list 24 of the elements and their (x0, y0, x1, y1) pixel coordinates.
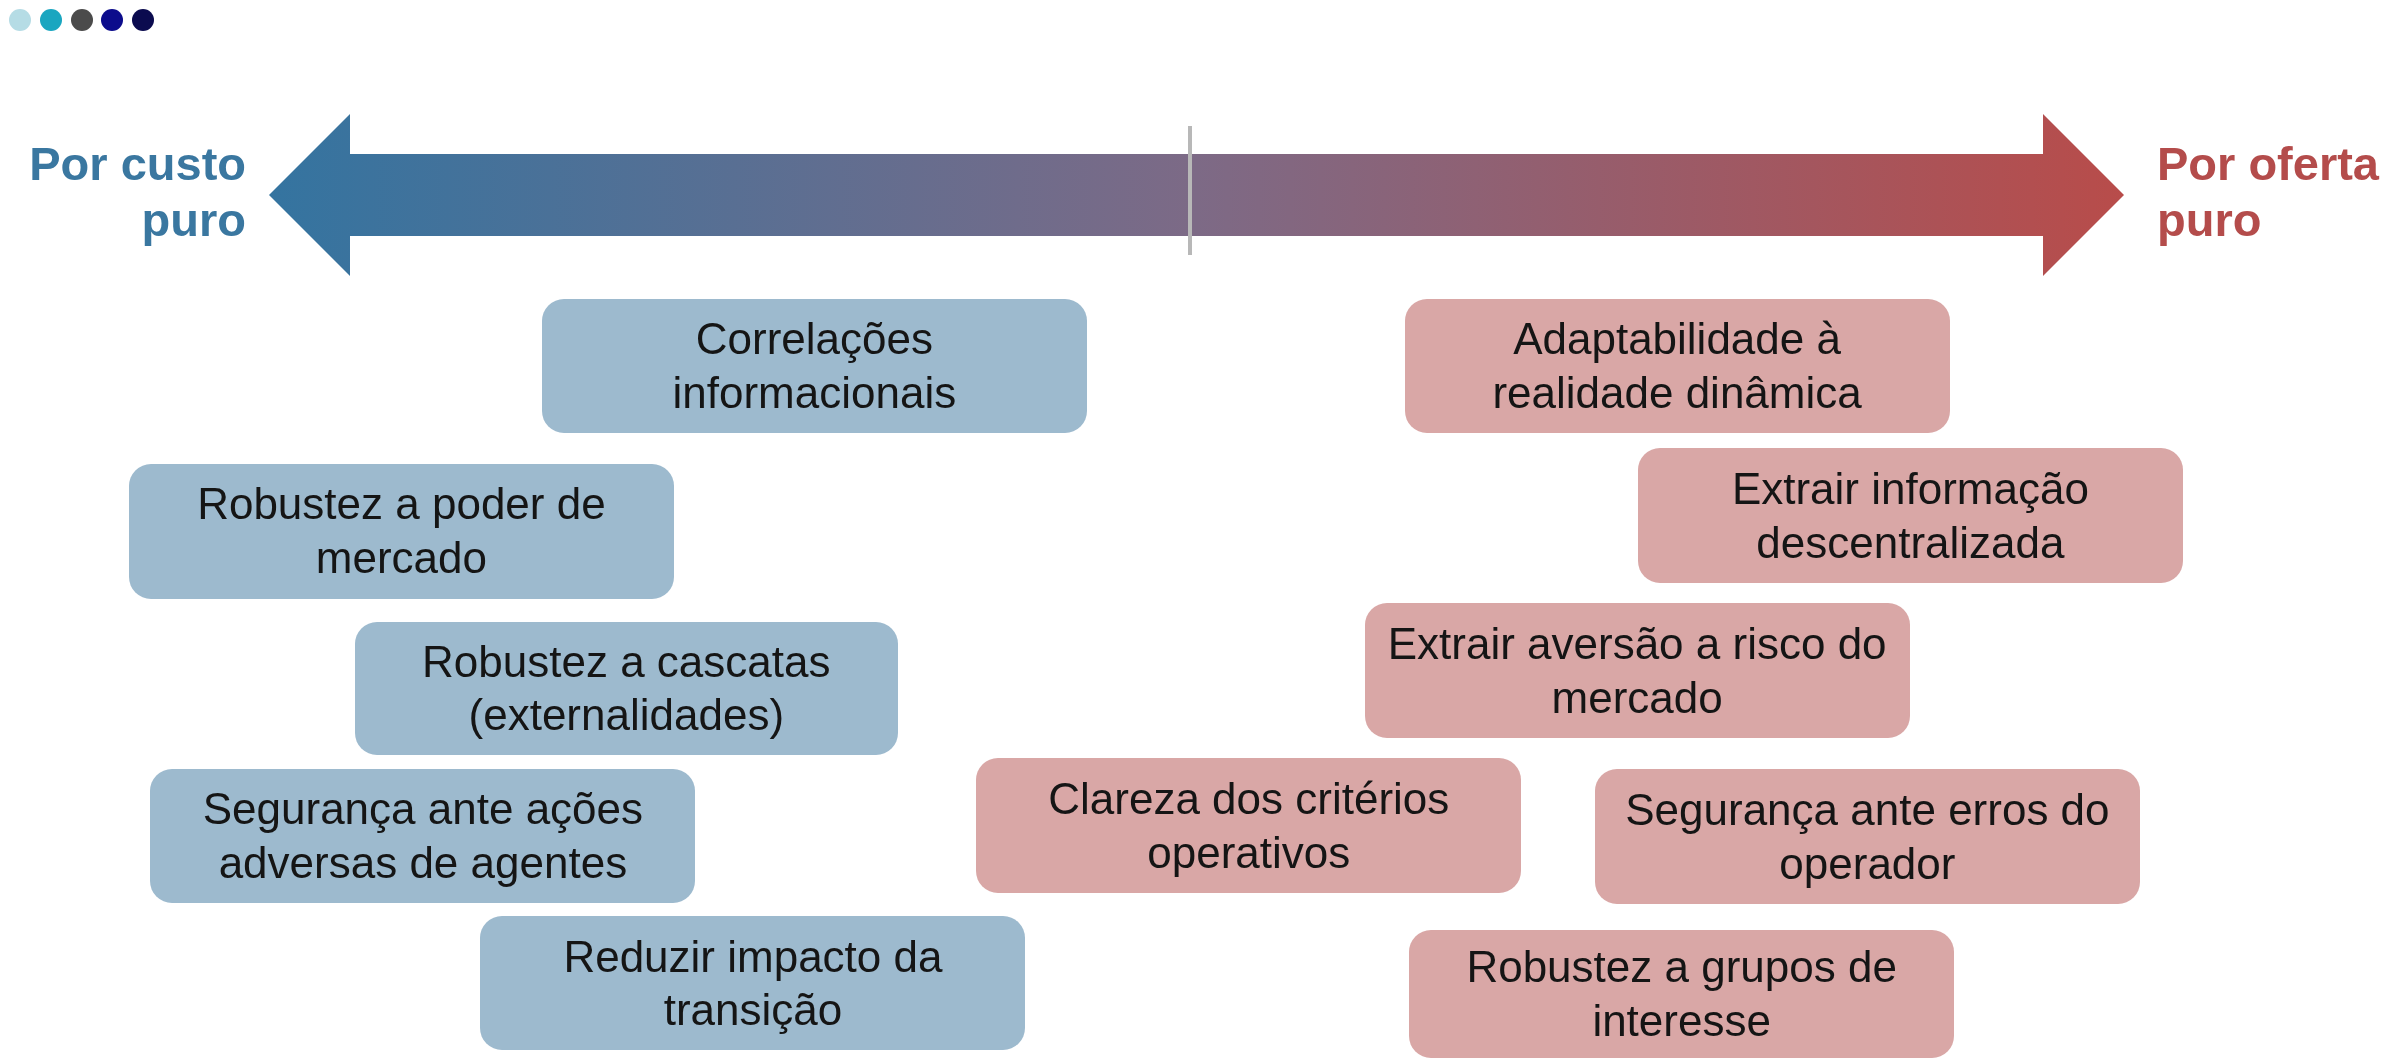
goal-text: Adaptabilidade à realidade dinâmica (1491, 313, 1863, 420)
goal-box (1364, 603, 1910, 739)
goal-text: Robustez a poder de mercado (196, 478, 607, 585)
scale-end-label: Por custo puro (28, 136, 246, 249)
goal-box (1409, 930, 1955, 1058)
goal-box (976, 758, 1522, 894)
goal-box (1404, 299, 1950, 433)
goal-text: Robustez a cascatas (externalidades) (421, 635, 832, 742)
goal-text: Clareza dos critérios operativos (1047, 773, 1451, 879)
goal-text: Segurança ante erros do operador (1624, 783, 2111, 890)
goal-box (480, 916, 1026, 1050)
goal-box (1637, 448, 2183, 584)
goal-box (150, 769, 696, 903)
goal-text: Correlações informacionais (671, 313, 958, 420)
goal-box (541, 299, 1087, 433)
goal-text: Robustez a grupos de interesse (1465, 941, 1898, 1047)
goal-text: Extrair aversão a risco do mercado (1386, 618, 1888, 724)
scale-end-label: Por oferta puro (2157, 136, 2381, 249)
goal-box (1594, 769, 2140, 905)
goal-text: Extrair informação descentralizada (1730, 463, 2090, 569)
goal-box (354, 621, 898, 756)
goal-text: Segurança ante ações adversas de agentes (201, 783, 645, 889)
goal-box (128, 463, 674, 599)
goal-text: Reduzir impacto da transição (562, 930, 944, 1037)
